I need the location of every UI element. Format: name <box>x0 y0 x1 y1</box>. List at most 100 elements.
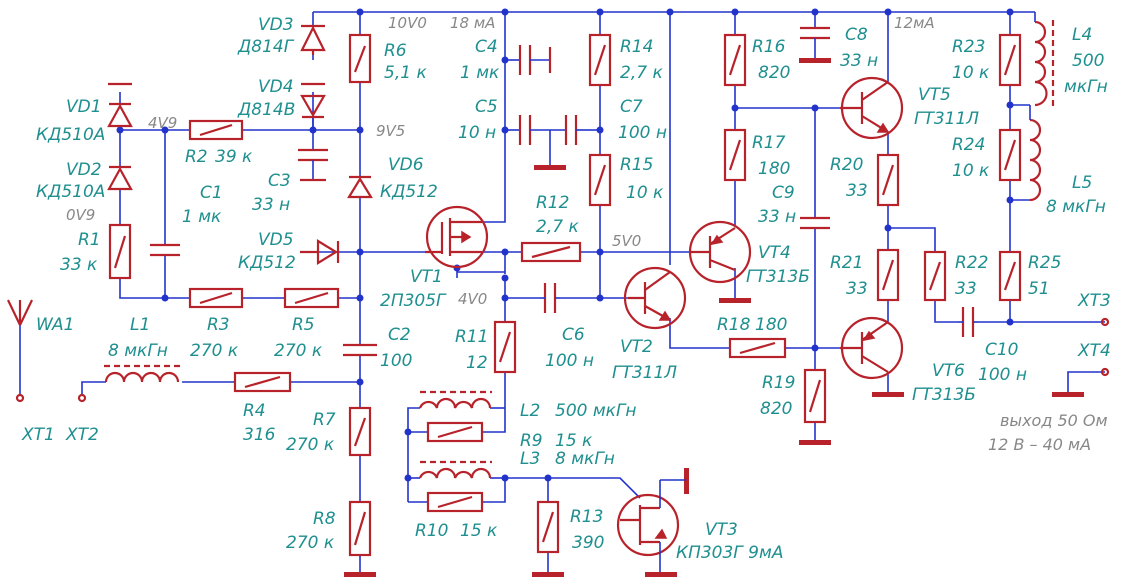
r23-value: 10 к <box>952 63 990 83</box>
transistor-vt5 <box>840 76 904 140</box>
l1-value: 8 мкГн <box>108 341 168 361</box>
wa1-ref: WA1 <box>36 315 74 335</box>
r23-ref: R23 <box>952 37 985 57</box>
capacitor-c7 <box>564 115 586 145</box>
r11-ref: R11 <box>455 327 488 347</box>
r19-ref: R19 <box>762 373 795 393</box>
vd2-ref: VD2 <box>66 160 102 180</box>
inductor-l5 <box>1029 105 1042 202</box>
vt1-ref: VT1 <box>410 267 443 287</box>
inductor-l3 <box>418 460 492 479</box>
r24-value: 10 к <box>952 161 990 181</box>
r21-ref: R21 <box>830 253 863 273</box>
r4-value: 316 <box>243 425 276 445</box>
resistor-r16 <box>723 33 747 87</box>
r9-value: 15 к <box>555 431 593 451</box>
r15-ref: R15 <box>620 155 653 175</box>
r25-ref: R25 <box>1028 253 1061 273</box>
diode-vd6 <box>347 175 373 199</box>
resistor-r17 <box>723 128 747 182</box>
r14-ref: R14 <box>620 37 653 57</box>
c6-ref: C6 <box>562 325 585 345</box>
c8-value: 33 н <box>840 51 878 71</box>
resistor-r7 <box>348 406 372 457</box>
diode-vd3 <box>300 24 326 55</box>
c4-ref: C4 <box>475 37 498 57</box>
c5-ref: C5 <box>475 97 498 117</box>
current-12ma: 12мА <box>894 14 935 32</box>
vt5-type: ГТ311Л <box>914 109 979 129</box>
r16-value: 820 <box>758 63 790 83</box>
r6-value: 5,1 к <box>384 63 427 83</box>
r20-ref: R20 <box>830 155 863 175</box>
vt5-ref: VT5 <box>918 85 951 105</box>
transistor-vt1 <box>425 205 489 269</box>
r2-value: 39 к <box>215 147 253 167</box>
l3-ref: L3 <box>520 449 540 469</box>
r7-ref: R7 <box>313 410 336 430</box>
r5-ref: R5 <box>292 315 315 335</box>
r13-ref: R13 <box>570 507 603 527</box>
vd6-ref: VD6 <box>388 155 424 175</box>
voltage-0v9: 0V9 <box>66 206 95 224</box>
labels: VD3 Д814Г VD4 Д814В VD1 КД510А VD2 КД510… <box>21 14 1111 563</box>
r12-ref: R12 <box>536 193 569 213</box>
capacitors <box>150 26 978 357</box>
resistor-r12 <box>520 241 582 263</box>
l4-ref: L4 <box>1072 25 1092 45</box>
c10-value: 100 н <box>978 365 1027 385</box>
inductor-l1 <box>104 364 184 383</box>
vd5-type: КД512 <box>238 253 296 273</box>
r10-ref: R10 <box>415 521 448 541</box>
vt2-type: ГТ311Л <box>612 363 677 383</box>
resistor-r15 <box>588 153 612 207</box>
vt1-type: 2П305Г <box>380 291 447 311</box>
vd3-type: Д814Г <box>237 37 295 57</box>
voltage-9v5: 9V5 <box>376 122 405 140</box>
c1-ref: C1 <box>200 183 223 203</box>
c3-ref: C3 <box>268 171 291 191</box>
r20-value: 33 <box>846 181 868 201</box>
resistor-r5 <box>283 287 340 309</box>
antenna-wa1 <box>7 299 33 326</box>
diode-vd4 <box>300 82 326 119</box>
l2-value: 500 мкГн <box>555 401 637 421</box>
resistor-r20 <box>876 153 900 207</box>
c3-value: 33 н <box>252 195 290 215</box>
r19-value: 820 <box>760 399 792 419</box>
resistor-r13 <box>536 500 560 554</box>
r1-ref: R1 <box>78 230 101 250</box>
inductors <box>104 20 1055 479</box>
l2-ref: L2 <box>520 401 540 421</box>
l5-value: 8 мкГн <box>1046 197 1106 217</box>
r17-value: 180 <box>758 159 790 179</box>
resistor-r10 <box>426 491 484 513</box>
c2-value: 100 <box>380 351 412 371</box>
resistor-r9 <box>426 421 484 443</box>
resistors <box>108 33 1022 557</box>
vd1-ref: VD1 <box>66 97 102 117</box>
c2-ref: C2 <box>388 325 411 345</box>
c5-value: 10 н <box>458 123 496 143</box>
capacitor-c3 <box>298 148 328 182</box>
resistor-r24 <box>998 128 1022 182</box>
r12-value: 2,7 к <box>536 217 579 237</box>
r22-ref: R22 <box>955 253 988 273</box>
r8-ref: R8 <box>313 509 336 529</box>
xt4-ref: XT4 <box>1077 341 1111 361</box>
xt2-ref: XT2 <box>65 425 99 445</box>
diode-vd2 <box>107 165 133 191</box>
vt3-type: КП303Г 9мА <box>676 543 783 563</box>
resistor-r19 <box>803 368 827 424</box>
capacitor-c6 <box>540 283 560 313</box>
vd4-type: Д814В <box>237 100 295 120</box>
inductor-l4 <box>1034 20 1055 108</box>
r6-ref: R6 <box>384 41 407 61</box>
resistor-r21 <box>876 248 900 302</box>
xt1-ref: XT1 <box>21 425 55 445</box>
r18-ref: R18 <box>717 315 751 335</box>
l3-value: 8 мкГн <box>555 449 615 469</box>
resistor-r22 <box>923 250 947 302</box>
resistor-r2 <box>188 119 244 141</box>
c4-value: 1 мк <box>460 63 500 83</box>
